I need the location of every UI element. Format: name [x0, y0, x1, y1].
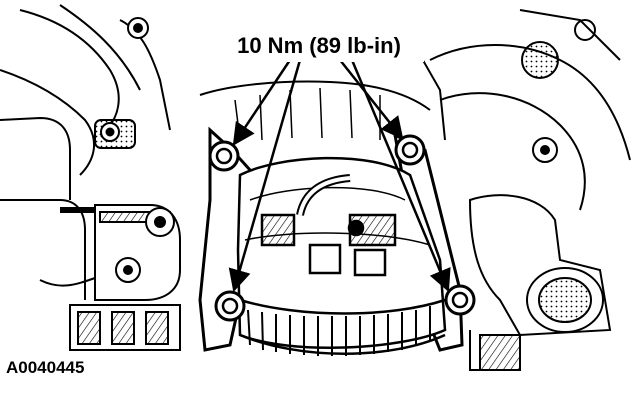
arrow-to-lower-left-bolt	[228, 59, 302, 293]
alternator	[236, 156, 447, 356]
leader-arrows	[228, 59, 451, 293]
bolt-lower-left	[214, 290, 246, 322]
arrow-to-upper-right-bolt	[339, 59, 404, 140]
background-engine	[0, 4, 631, 371]
arrow-to-lower-right-bolt	[350, 59, 451, 293]
arrow-to-upper-left-bolt	[232, 59, 292, 146]
torque-callout: 10 Nm (89 lb-in)	[214, 30, 424, 62]
bolt-group	[208, 134, 476, 322]
bolt-upper-left	[208, 140, 240, 172]
bolt-lower-right	[444, 284, 476, 316]
bolt-upper-right	[394, 134, 426, 166]
figure-id-label: A0040445	[6, 358, 85, 377]
